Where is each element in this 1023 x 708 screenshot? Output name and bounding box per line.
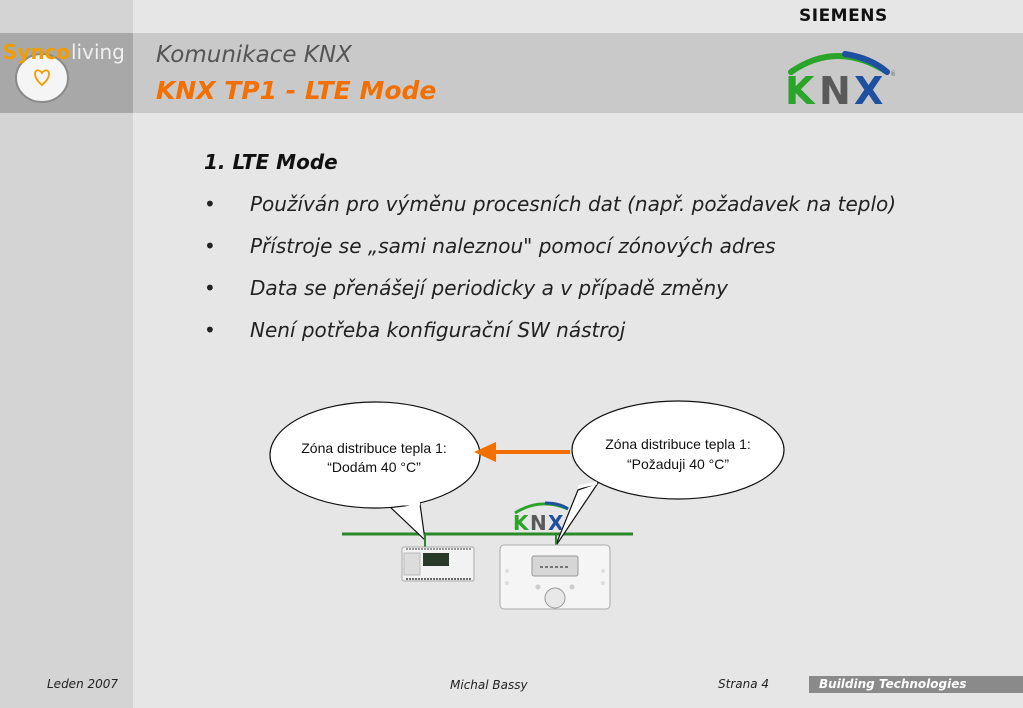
bullet-item: •Data se přenášejí periodicky a v případ…: [204, 276, 728, 300]
svg-text:X: X: [548, 511, 564, 535]
right-bubble-line2: “Požaduji 40 °C”: [627, 456, 729, 472]
left-sidebar: [0, 0, 133, 708]
knx-logo: K N X ®: [783, 46, 897, 113]
footer-page-number: Strana 4: [718, 677, 770, 691]
living-wordmark: living: [71, 40, 125, 64]
header-band: [0, 33, 1023, 113]
bullet-icon: •: [204, 192, 216, 216]
left-speech-bubble: Zóna distribuce tepla 1: “Dodám 40 °C”: [269, 401, 481, 542]
lte-diagram: Zóna distribuce tepla 1: “Dodám 40 °C” Z…: [269, 400, 785, 610]
right-bubble-line1: Zóna distribuce tepla 1:: [605, 436, 751, 452]
bullet-list: •Používán pro výměnu procesních dat (nap…: [204, 192, 984, 360]
synco-living-logo: [0, 33, 133, 113]
page-title: Komunikace KNX: [156, 42, 352, 68]
bus-knx-logo: K N X: [513, 501, 569, 535]
svg-text:K: K: [513, 511, 530, 535]
heart-house-icon: [15, 53, 69, 103]
knx-logo-k: K: [785, 69, 816, 108]
siemens-logo: SIEMENS: [799, 6, 888, 26]
bullet-icon: •: [204, 276, 216, 300]
data-flow-arrow: [474, 442, 570, 462]
svg-text:®: ®: [890, 70, 895, 78]
footer-author: Michal Bassy: [450, 678, 528, 692]
right-speech-bubble: Zóna distribuce tepla 1: “Požaduji 40 °C…: [554, 400, 785, 548]
left-bubble-line1: Zóna distribuce tepla 1:: [301, 440, 447, 456]
knx-logo-n: N: [819, 69, 851, 108]
knx-logo-x: X: [854, 69, 883, 108]
room-unit-device-icon: [499, 534, 611, 610]
footer-division: Building Technologies: [809, 676, 1023, 693]
bullet-icon: •: [204, 318, 216, 342]
top-bar: [133, 0, 1023, 33]
bullet-item: •Není potřeba konfigurační SW nástroj: [204, 318, 626, 342]
bullet-icon: •: [204, 234, 216, 258]
left-bubble-line2: “Dodám 40 °C”: [327, 459, 421, 475]
controller-device-icon: [401, 534, 475, 582]
section-heading: 1. LTE Mode: [204, 150, 338, 174]
footer-date: Leden 2007: [47, 677, 119, 691]
bullet-item: •Používán pro výměnu procesních dat (nap…: [204, 192, 897, 216]
svg-text:N: N: [530, 511, 547, 535]
bullet-item: •Přístroje se „sami naleznou" pomocí zón…: [204, 234, 776, 258]
synco-wordmark: Synco: [3, 40, 71, 64]
page-subtitle: KNX TP1 - LTE Mode: [156, 76, 437, 105]
slide-content: 1. LTE Mode •Používán pro výměnu procesn…: [204, 150, 984, 360]
